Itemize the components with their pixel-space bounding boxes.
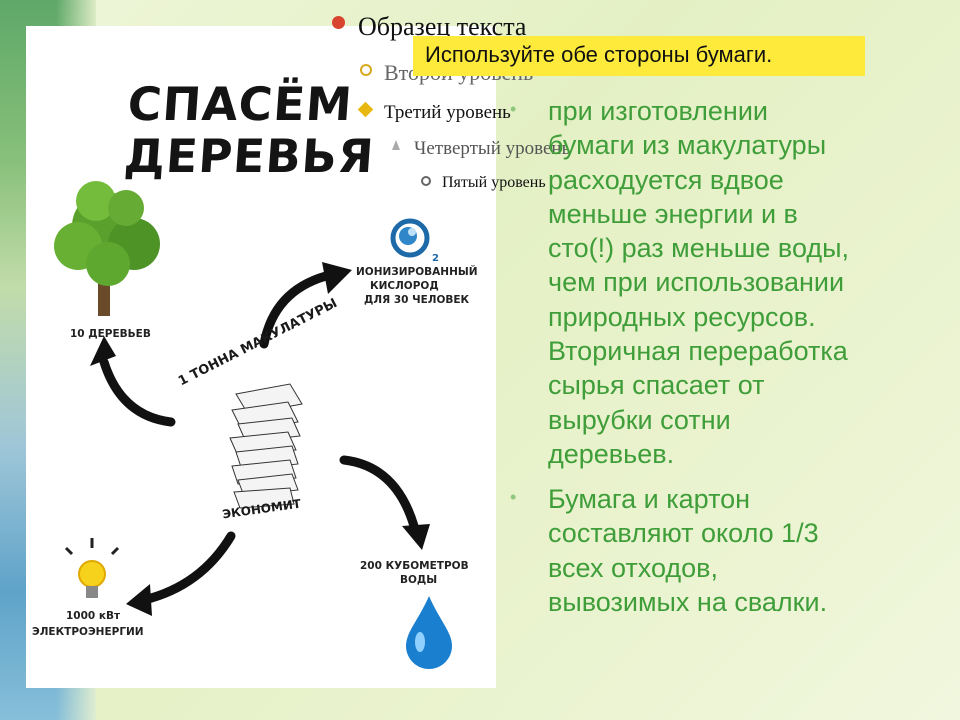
level2-bullet-icon bbox=[360, 64, 372, 76]
level1-bullet-icon bbox=[332, 16, 345, 29]
lightbulb-icon bbox=[64, 538, 120, 598]
energy-label-line1: 1000 кВт bbox=[66, 610, 121, 622]
bullet-1-icon: • bbox=[510, 99, 517, 119]
paper-stack-icon bbox=[229, 383, 303, 509]
bullet-2-line: всех отходов, bbox=[548, 552, 718, 583]
placeholder-level4: Четвертый уровень bbox=[414, 138, 571, 159]
oxygen-icon bbox=[390, 218, 430, 258]
highlight-banner: Используйте обе стороны бумаги. bbox=[413, 36, 865, 76]
bullet-2-line: Бумага и картон bbox=[548, 484, 751, 514]
water-label-line2: ВОДЫ bbox=[400, 574, 438, 586]
o2-subscript: 2 bbox=[432, 253, 439, 264]
oxygen-label-line2: КИСЛОРОД bbox=[370, 280, 439, 292]
bullet-1-line: при изготовлении bbox=[548, 96, 769, 126]
tree-icon bbox=[54, 181, 160, 316]
cycle-diagram bbox=[54, 181, 452, 669]
bullet-2-line: вывозимых на свалки. bbox=[548, 586, 828, 617]
bullet-1-line: расходуется вдвое bbox=[548, 164, 784, 195]
bullet-1-line: Вторичная переработка bbox=[548, 336, 848, 367]
trees-label: 10 ДЕРЕВЬЕВ bbox=[70, 328, 151, 340]
water-label-line1: 200 КУБОМЕТРОВ bbox=[360, 560, 469, 572]
oxygen-label-line3: ДЛЯ 30 ЧЕЛОВЕК bbox=[364, 294, 470, 306]
level5-bullet-icon bbox=[421, 176, 431, 186]
bullet-1-line: вырубки сотни bbox=[548, 404, 731, 435]
bullet-1-line: сырья спасает от bbox=[548, 370, 765, 401]
bullet-1-line: природных ресурсов. bbox=[548, 301, 816, 332]
bullet-2-line: составляют около 1/3 bbox=[548, 518, 819, 549]
bullet-1-line: сто(!) раз меньше воды, bbox=[548, 233, 850, 264]
oxygen-label-line1: ИОНИЗИРОВАННЫЙ bbox=[356, 266, 478, 278]
bullet-1-line: меньше энергии и в bbox=[548, 198, 798, 229]
placeholder-level3: Третий уровень bbox=[384, 102, 511, 123]
placeholder-level5: Пятый уровень bbox=[442, 174, 546, 191]
bullet-1-line: чем при использовании bbox=[548, 267, 845, 298]
bullet-2-icon: • bbox=[510, 487, 517, 507]
bullet-1-text: при изготовлении бумаги из макулатуры ра… bbox=[548, 94, 849, 471]
arrow-heads bbox=[90, 262, 430, 616]
level4-bullet-icon bbox=[392, 140, 400, 150]
bullet-2-text: Бумага и картон составляют около 1/3 все… bbox=[548, 482, 827, 619]
save-trees-infographic: СПАСЁМ ДЕРЕВЬЯ bbox=[26, 26, 496, 688]
cycle-arrows bbox=[99, 271, 419, 605]
water-drop-icon bbox=[406, 596, 452, 669]
bullet-1-line: бумаги из макулатуры bbox=[548, 130, 827, 161]
bullet-1-line: деревьев. bbox=[548, 438, 675, 469]
energy-label-line2: ЭЛЕКТРОЭНЕРГИИ bbox=[32, 626, 144, 638]
